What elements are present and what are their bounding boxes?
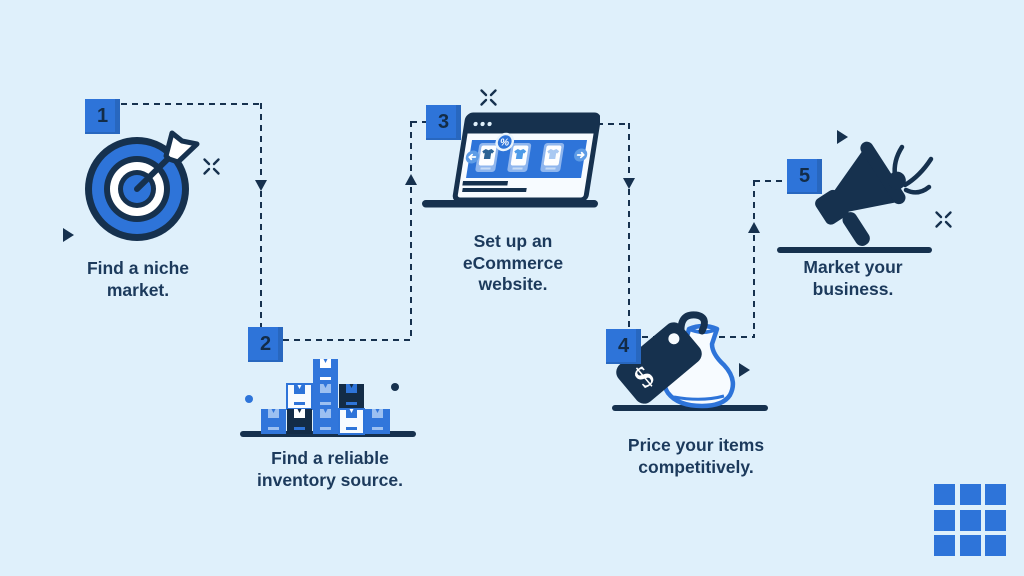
browser-top-bar bbox=[465, 114, 599, 134]
step-5-number: 5 bbox=[798, 165, 811, 187]
step-4-label-line: competitively. bbox=[638, 456, 754, 477]
step-4-number-badge: 4 bbox=[606, 329, 641, 364]
box bbox=[313, 409, 338, 434]
grid-square bbox=[934, 509, 955, 531]
step-4-label-line: Price your items bbox=[627, 435, 765, 455]
step-5-number-badge: 5 bbox=[787, 159, 822, 194]
step-1-label-line: market. bbox=[106, 279, 170, 300]
step-4-ground-line bbox=[612, 405, 768, 411]
triangle-decoration-icon bbox=[63, 228, 74, 242]
product-card bbox=[475, 143, 500, 172]
grid-square bbox=[959, 509, 981, 531]
step-3-label-line: Set up an bbox=[473, 231, 553, 251]
dot-decoration bbox=[245, 395, 253, 403]
step-3-label: Set up an eCommerce website. bbox=[428, 231, 598, 296]
box bbox=[313, 359, 338, 384]
connector-4-5-vertical bbox=[753, 180, 756, 336]
triangle-decoration-icon bbox=[739, 363, 750, 377]
box bbox=[287, 409, 312, 434]
connector-2-3-horizontal-top bbox=[411, 121, 428, 124]
box bbox=[313, 384, 338, 409]
step-2-label-line: Find a reliable bbox=[271, 448, 389, 468]
step-2-number-badge: 2 bbox=[248, 327, 283, 362]
carousel-next-icon bbox=[574, 148, 588, 162]
laptop-base bbox=[422, 200, 598, 208]
price-tag: $ bbox=[616, 322, 702, 404]
sparkle-icon bbox=[203, 158, 220, 175]
step-1-number: 1 bbox=[96, 105, 109, 127]
step-2-number: 2 bbox=[259, 333, 272, 355]
sparkle-icon bbox=[480, 89, 497, 106]
step-4-label: Price your items competitively. bbox=[601, 435, 791, 478]
arrow-up-icon bbox=[404, 174, 417, 185]
connector-4-5-horizontal-top bbox=[754, 180, 788, 183]
box bbox=[261, 409, 286, 434]
step-2-label-line: inventory source. bbox=[257, 469, 403, 490]
step-5-ground-line bbox=[777, 247, 932, 253]
step-4-number: 4 bbox=[617, 335, 630, 357]
grid-square bbox=[985, 535, 1006, 556]
arrow-up-icon bbox=[748, 222, 760, 233]
grid-square bbox=[959, 535, 981, 556]
grid-square bbox=[959, 484, 981, 505]
box bbox=[286, 383, 313, 410]
step-3-number-badge: 3 bbox=[426, 105, 461, 140]
triangle-decoration-icon bbox=[837, 130, 848, 144]
step-1-number-badge: 1 bbox=[85, 99, 120, 134]
step-5-label-line: Market your bbox=[803, 257, 903, 277]
step-3-label-line: eCommerce bbox=[462, 252, 564, 273]
connector-1-2-vertical bbox=[259, 103, 262, 329]
box bbox=[338, 408, 365, 435]
price-tag-vase-icon: $ bbox=[616, 311, 736, 409]
grid-square bbox=[985, 484, 1006, 505]
step-3-label-line: website. bbox=[478, 274, 548, 295]
ecommerce-website-icon: % bbox=[422, 112, 600, 208]
grid-square bbox=[985, 509, 1006, 531]
product-card bbox=[540, 143, 565, 172]
step-2-label: Find a reliable inventory source. bbox=[235, 448, 425, 491]
connector-2-3-horizontal bbox=[283, 339, 411, 342]
step-5-label-line: business. bbox=[812, 278, 894, 299]
dot-decoration bbox=[391, 383, 399, 391]
connector-3-4-horizontal bbox=[597, 123, 630, 126]
connector-2-3-vertical bbox=[409, 121, 412, 340]
inventory-boxes-icon bbox=[261, 359, 390, 435]
step-1-label-line: Find a niche bbox=[86, 258, 190, 278]
connector-1-2-horizontal bbox=[121, 103, 262, 106]
target-icon bbox=[85, 130, 200, 241]
connector-3-4-vertical bbox=[627, 123, 630, 330]
step-5-label: Market your business. bbox=[758, 257, 948, 300]
step-1-label: Find a niche market. bbox=[48, 258, 228, 301]
megaphone-icon bbox=[815, 141, 934, 246]
svg-text:%: % bbox=[499, 138, 510, 149]
grid-square bbox=[934, 535, 955, 556]
grid-square bbox=[934, 484, 955, 505]
square-grid-decoration bbox=[934, 484, 1006, 556]
step-3-number: 3 bbox=[437, 111, 450, 133]
sparkle-icon bbox=[935, 211, 952, 228]
arrow-down-icon bbox=[622, 178, 635, 189]
vase-bottom-line bbox=[673, 394, 725, 401]
arrow-down-icon bbox=[254, 180, 267, 191]
product-card bbox=[507, 143, 532, 172]
carousel-prev-icon bbox=[465, 150, 479, 164]
box bbox=[339, 384, 364, 409]
box bbox=[365, 409, 390, 434]
discount-badge-icon: % bbox=[495, 132, 515, 152]
